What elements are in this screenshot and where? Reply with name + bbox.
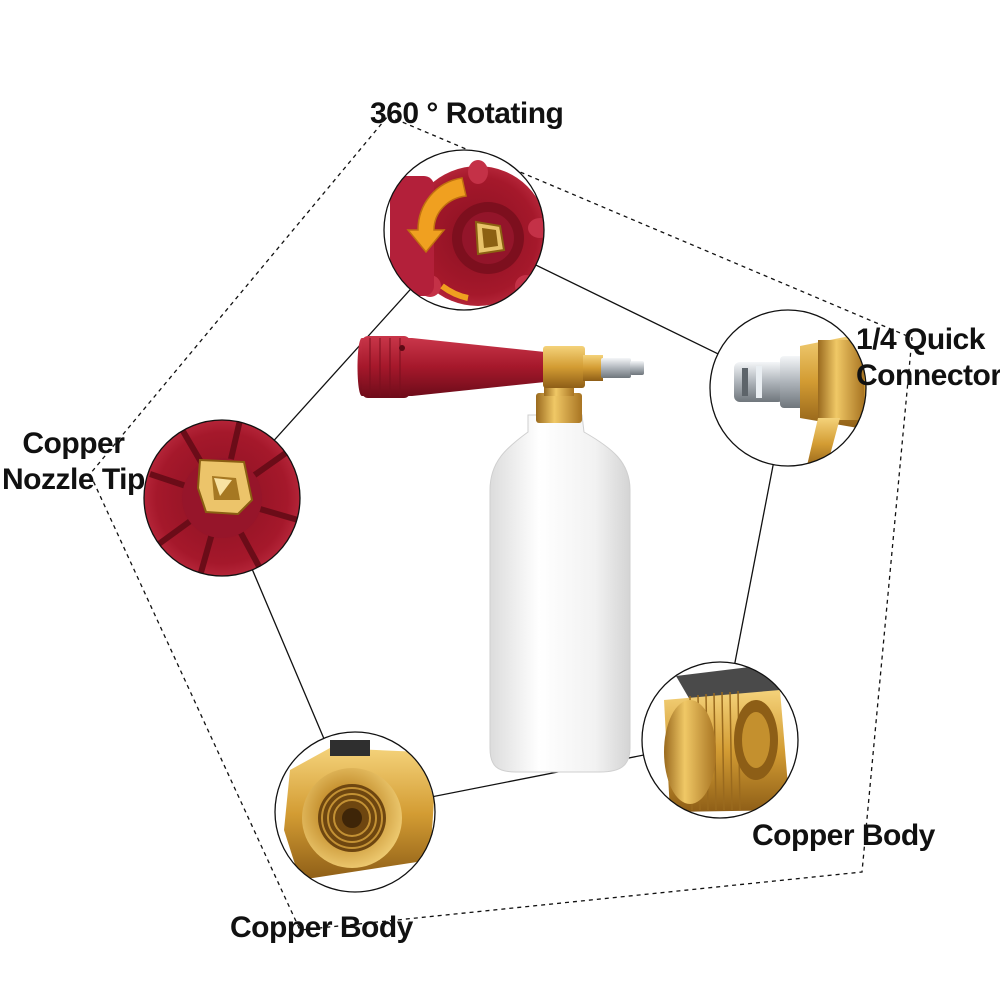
- callout-360-rotating: [383, 149, 545, 311]
- label-quick-connector-line1: 1/4 Quick: [856, 323, 985, 356]
- label-360-rotating: 360 ° Rotating: [370, 97, 564, 130]
- brass-cap: [536, 393, 582, 423]
- callout-copper-nozzle-tip: [143, 419, 301, 577]
- brass-fitting: [543, 346, 585, 388]
- foam-lance-product: [357, 336, 644, 773]
- label-copper-body-bottom: Copper Body: [230, 911, 413, 944]
- label-quick-connector: 1/4 Quick Connector: [856, 322, 1000, 394]
- chrome-quick-connector: [601, 358, 631, 378]
- rotation-arrow-icon: [406, 177, 467, 254]
- dashed-pentagon-outline: [89, 115, 913, 931]
- bottle: [489, 414, 631, 773]
- label-quick-connector-line2: Connector: [856, 359, 1000, 392]
- label-copper-nozzle-tip-line1: Copper: [22, 427, 125, 460]
- callout-copper-body-right: [641, 661, 799, 819]
- label-copper-nozzle-tip: Copper Nozzle Tip: [2, 426, 145, 498]
- label-copper-nozzle-tip-line2: Nozzle Tip: [2, 463, 145, 496]
- callout-quick-connector: [709, 309, 867, 467]
- callout-copper-body-bottom: [274, 731, 436, 893]
- label-copper-body-right: Copper Body: [752, 819, 935, 852]
